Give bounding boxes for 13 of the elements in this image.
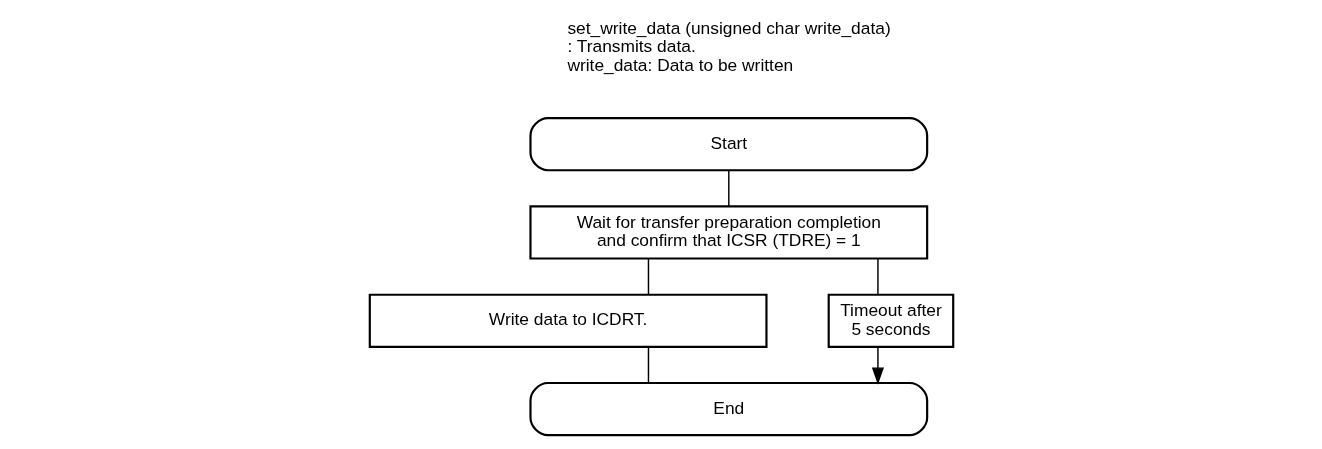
node-box: Write data to ICDRT. [368,293,768,348]
node-box: Timeout after 5 seconds [827,293,954,348]
node-box: End [528,381,928,437]
connector [727,169,730,207]
label: write_data: Data to be written [566,55,793,76]
arrow [871,346,884,385]
connector [647,258,649,295]
label: : Transmits data. [566,36,696,57]
node-box: Wait for transfer preparation completion and confirm that ICSR (TDRE) = 1 [528,205,928,260]
node-box: Start [528,117,928,172]
connector [647,346,649,384]
connector [876,258,879,295]
label: set_write_data (unsigned char write_data) [566,17,891,38]
